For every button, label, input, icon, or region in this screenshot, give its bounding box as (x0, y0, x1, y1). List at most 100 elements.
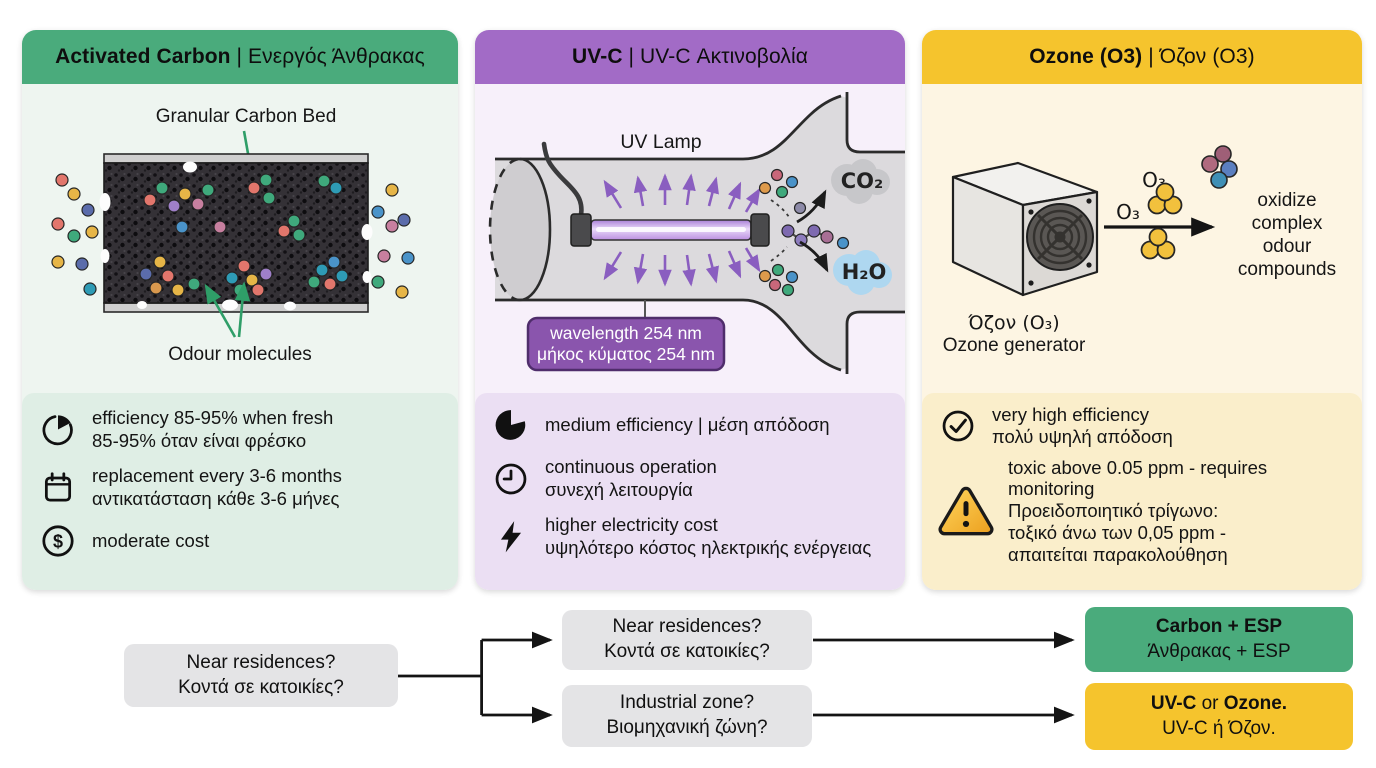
feature-operation: continuous operation συνεχή λειτουργία (490, 456, 890, 501)
ozone-generator-graphic (951, 161, 1099, 297)
feature-line: very high efficiency (992, 404, 1149, 425)
question-line: Κοντά σε κατοικίες? (178, 676, 344, 698)
uv-lamp-label: UV Lamp (620, 131, 701, 153)
card-ozone: Ozone (O3) | Όζον (O3) (922, 30, 1362, 590)
feature-toxicity-warning: toxic above 0.05 ppm - requires monitori… (937, 457, 1347, 566)
feature-line: higher electricity cost (545, 514, 718, 536)
warning-triangle-icon (937, 485, 995, 537)
co2-cloud: CO₂ (831, 159, 890, 204)
title-separator: | (622, 45, 641, 68)
question-line: Κοντά σε κατοικίες? (604, 641, 770, 662)
title-separator: | (230, 45, 249, 68)
check-circle-icon (937, 408, 979, 444)
recommendation-line: Carbon + ESP (1155, 615, 1283, 637)
carbon-bed-illustration: Granular Carbon Bed (51, 106, 415, 365)
arrow-to-h2o (799, 240, 829, 273)
odour-molecules-label: Odour molecules (168, 344, 312, 365)
reaction-molecules (758, 168, 850, 297)
h2o-label: H₂O (842, 260, 887, 284)
gauge-icon (37, 412, 79, 448)
arrow-to-co2 (796, 189, 827, 224)
card-title-en: UV-C (572, 45, 623, 68)
feature-line: συνεχή λειτουργία (545, 478, 693, 500)
oxidize-text-1: oxidize (1257, 190, 1316, 211)
recommendation-uvc-or-ozone: UV-C or Ozone. UV-C ή Όζον. (1085, 683, 1353, 750)
feature-replacement: replacement every 3-6 months αντικατάστα… (37, 465, 443, 510)
carbon-bed-pores (99, 161, 373, 311)
feature-line: 85-95% όταν είναι φρέσκο (92, 429, 307, 451)
feature-line: Προειδοποιητικό τρίγωνο: (1008, 500, 1219, 522)
outgoing-odour-dots (371, 183, 415, 299)
card-title-el: UV-C Ακτινοβολία (640, 45, 808, 68)
power-cord (541, 141, 584, 218)
incoming-odour-dots (51, 173, 99, 296)
card-header-ozone: Ozone (O3) | Όζον (O3) (922, 30, 1362, 84)
h2o-cloud: H₂O (833, 250, 892, 295)
feature-efficiency: very high efficiency πολύ υψηλή απόδοση (937, 404, 1347, 448)
feature-line: replacement every 3-6 months (92, 465, 342, 487)
feature-line: continuous operation (545, 456, 717, 477)
uvc-info-panel: medium efficiency | μέση απόδοση continu… (475, 393, 905, 590)
carbon-bed-graphic (99, 153, 373, 313)
recommendation-line: UV-C ή Όζον. (1162, 717, 1276, 739)
uv-lamp-graphic (541, 141, 770, 287)
branch-near-residences: Near residences? Κοντά σε κατοικίες? (562, 610, 812, 670)
card-title-en: Activated Carbon (55, 45, 231, 68)
feature-line: moderate cost (92, 529, 210, 551)
feature-efficiency: efficiency 85-95% when fresh 85-95% όταν… (37, 407, 443, 452)
granular-carbon-bed-label: Granular Carbon Bed (156, 106, 337, 127)
feature-cost: $ moderate cost (37, 523, 443, 559)
dollar-icon: $ (37, 523, 79, 559)
generator-label-el: Όζον (O₃) (967, 312, 1059, 334)
card-body-activated-carbon: Granular Carbon Bed (22, 84, 458, 590)
question-line: Industrial zone? (619, 692, 755, 714)
o3-label-bottom: O₃ (1116, 200, 1140, 224)
odour-compound-cluster (1201, 145, 1238, 189)
feature-line: αντικατάσταση κάθε 3-6 μήνες (92, 487, 340, 509)
feature-line: τοξικό άνω των 0,05 ppm - (1008, 522, 1227, 544)
pie-icon (490, 407, 532, 443)
feature-line: απαιτείται παρακολούθηση (1008, 543, 1228, 565)
ozone-molecules (1140, 182, 1183, 260)
ozone-generator-illustration: Όζον (O₃) Ozone generator O₃ O₃ oxidize … (943, 145, 1336, 356)
card-body-ozone: Όζον (O₃) Ozone generator O₃ O₃ oxidize … (922, 84, 1362, 590)
feature-efficiency: medium efficiency | μέση απόδοση (490, 407, 890, 443)
question-line: Near residences? (186, 651, 336, 673)
odour-molecules-arrow-left (204, 283, 237, 338)
card-title-el: Ενεργός Άνθρακας (248, 45, 425, 68)
card-header-uvc: UV-C | UV-C Ακτινοβολία (475, 30, 905, 84)
oxidize-text-4: compounds (1238, 259, 1336, 280)
oxidize-text-2: complex (1252, 213, 1323, 234)
uv-duct-illustration: UV Lamp (488, 92, 905, 374)
ozone-info-panel: very high efficiency πολύ υψηλή απόδοση (922, 393, 1362, 590)
feature-line: toxic above 0.05 ppm - requires (1008, 456, 1268, 478)
oxidize-text-3: odour (1263, 236, 1312, 257)
recommendation-carbon-esp: Carbon + ESP Άνθρακας + ESP (1085, 607, 1353, 672)
bolt-icon (490, 519, 532, 555)
svg-text:$: $ (53, 532, 63, 552)
odour-molecules-arrow-right (234, 281, 251, 338)
calendar-icon (37, 470, 79, 506)
generator-label-en: Ozone generator (943, 335, 1086, 356)
card-title-el: Όζον (O3) (1159, 45, 1255, 68)
feature-line: monitoring (1008, 478, 1095, 500)
feature-line: efficiency 85-95% when fresh (92, 407, 334, 428)
wavelength-label-el: μήκος κύματος 254 nm (537, 344, 715, 364)
question-line: Βιομηχανική ζώνη? (606, 717, 768, 738)
card-header-activated-carbon: Activated Carbon | Ενεργός Άνθρακας (22, 30, 458, 84)
card-uvc: UV-C | UV-C Ακτινοβολία UV Lamp (475, 30, 905, 590)
card-title-en: Ozone (O3) (1029, 45, 1143, 68)
card-body-uvc: UV Lamp (475, 84, 905, 590)
feature-electricity: higher electricity cost υψηλότερο κόστος… (490, 514, 890, 559)
decision-root-near-residences: Near residences? Κοντά σε κατοικίες? (124, 644, 398, 707)
card-activated-carbon: Activated Carbon | Ενεργός Άνθρακας (22, 30, 458, 590)
recommendation-line: UV-C or Ozone. (1150, 692, 1288, 714)
clock-icon (490, 461, 532, 497)
wavelength-callout: wavelength 254 nm μήκος κύματος 254 nm (526, 300, 726, 372)
title-separator: | (1142, 45, 1160, 68)
recommendation-line: Άνθρακας + ESP (1147, 640, 1291, 662)
carbon-info-panel: efficiency 85-95% when fresh 85-95% όταν… (22, 393, 458, 590)
wavelength-label-en: wavelength 254 nm (549, 323, 702, 343)
feature-line: medium efficiency | μέση απόδοση (545, 413, 830, 435)
